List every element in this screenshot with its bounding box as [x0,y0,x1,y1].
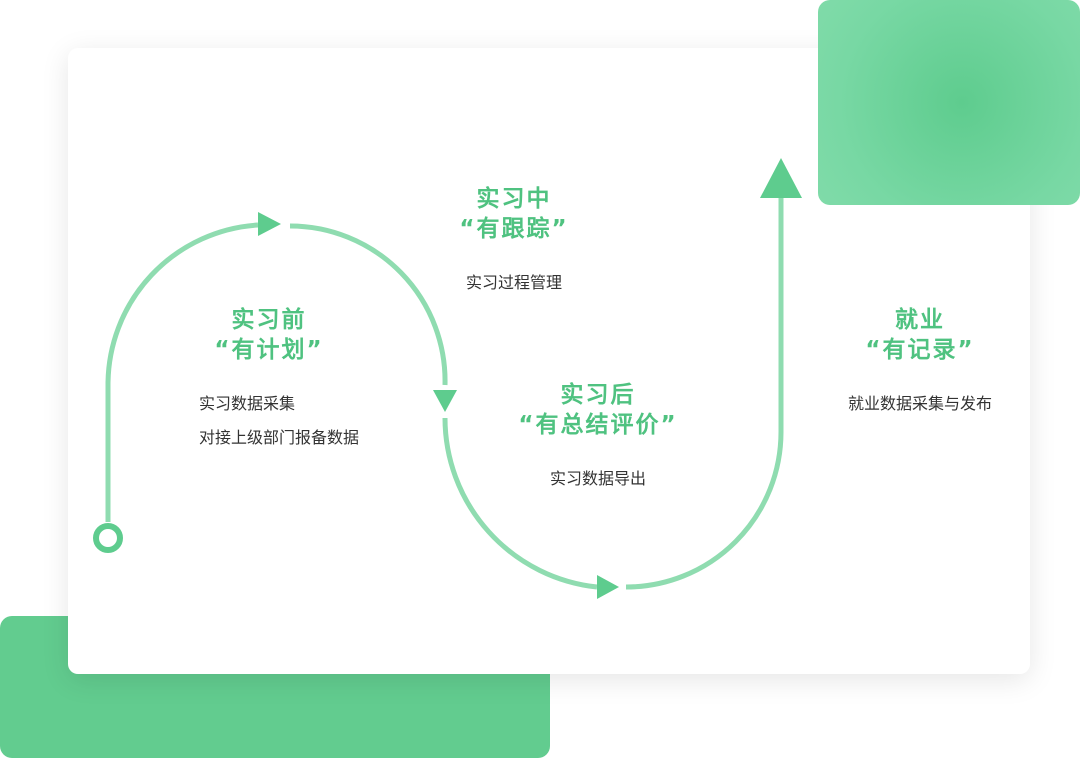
arrow-down-icon [433,390,457,412]
decor-block-top-right [818,0,1080,205]
stage-subtitle: “有计划” [214,337,324,363]
stage-employment: 就业 “有记录” 就业数据采集与发布 [848,305,992,421]
stage-items: 实习过程管理 [459,266,568,300]
stage-during-internship: 实习中 “有跟踪” 实习过程管理 [459,184,568,300]
stage-item: 对接上级部门报备数据 [198,428,360,447]
path-segment-arc-bottom [442,417,598,590]
path-segment-rise [625,198,784,590]
stage-title: 实习前 [231,307,307,333]
stage-title: 实习后 [560,382,636,408]
stage-item: 实习数据导出 [549,469,647,488]
stage-item: 就业数据采集与发布 [847,394,993,413]
stage-title: 实习中 [476,186,552,212]
stage-item: 实习数据采集 [198,394,296,413]
stage-subtitle: “有总结评价” [518,412,678,438]
stage-subtitle: “有记录” [865,337,975,363]
stage-items: 实习数据采集 对接上级部门报备数据 [199,387,359,455]
arrow-up-icon [760,158,802,198]
stage-items: 实习数据导出 [518,462,677,496]
stage-item: 实习过程管理 [465,273,563,292]
path-segment-arc-top [289,223,448,386]
stage-subtitle: “有跟踪” [459,216,569,242]
arrow-right-icon [597,575,619,599]
start-node-icon [93,523,123,553]
path-segment-start [105,222,259,522]
arrow-right-icon [258,212,281,236]
stage-title: 就业 [894,307,945,333]
stage-before-internship: 实习前 “有计划” 实习数据采集 对接上级部门报备数据 [179,305,359,455]
stage-after-internship: 实习后 “有总结评价” 实习数据导出 [518,380,677,496]
stage-items: 就业数据采集与发布 [848,387,992,421]
